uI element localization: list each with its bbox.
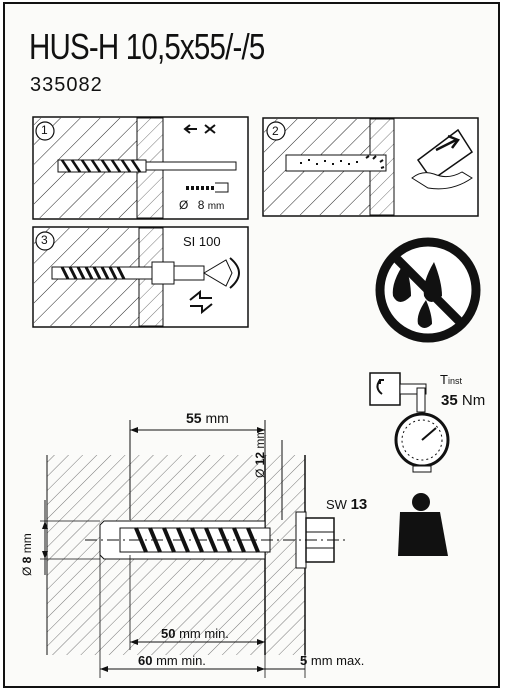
product-title: HUS-H 10,5x55/-/5 [29,26,265,67]
step-2-panel [262,117,479,217]
embed-length-label: 55 mm [186,410,229,426]
torque-wrench-icon [369,372,450,473]
torque-value: 35 [441,392,458,409]
torque-subscript: inst [447,376,462,386]
weight-icon [398,493,448,556]
wrench-size: 13 [350,496,368,513]
embed-length-value: 55 [186,410,202,426]
fixture-thickness-label: 5 mm max. [300,653,364,668]
wrench-size-label: SW 13 [326,496,367,513]
step-3-circle [35,231,55,251]
min-depth-50-value: 50 [161,626,176,641]
hole-diameter-label: Ø 12 mm [253,429,267,478]
bit-diameter-label: Ø 8 mm [20,533,34,576]
bit-diameter-unit: mm [20,533,34,554]
fixture-thickness-value: 5 [300,653,308,668]
torque-symbol: Tinst [440,372,462,387]
setting-tool-label: SI 100 [183,234,221,249]
min-depth-60-label: 60 mm min. [138,653,206,668]
step-1-number: 1 [41,123,48,137]
no-water-icon [375,237,481,343]
article-number: 335082 [30,74,103,96]
min-depth-60-unit: mm min. [156,653,206,668]
screw-setting-icon [51,257,240,315]
anchor-cross-section [40,420,345,678]
drill-diameter-prefix: Ø [179,198,189,212]
torque-value-label: 35 Nm [441,392,485,409]
hole-diameter-unit: mm [253,428,267,449]
hole-diameter-prefix: Ø [253,468,267,478]
min-depth-60-value: 60 [138,653,153,668]
drill-diameter-unit: mm [207,201,225,212]
torque-symbol-letter: T [440,372,448,387]
step-2-circle [266,121,286,141]
min-depth-50-label: 50 mm min. [161,626,229,641]
step-3-number: 3 [41,233,48,247]
step-3-panel [32,226,249,328]
step-1-circle [35,121,55,141]
wrench-prefix: SW [326,497,347,512]
torque-unit: Nm [461,392,486,409]
bit-diameter-value: 8 [20,556,34,564]
drill-diameter-value: 8 [197,198,205,212]
step-1-panel [32,116,249,220]
cleaning-icon [300,128,474,190]
hole-diameter-value: 12 [253,451,267,466]
bit-diameter-prefix: Ø [20,566,34,576]
embed-length-unit: mm [205,410,229,426]
step-2-number: 2 [272,124,279,138]
min-depth-50-unit: mm min. [179,626,229,641]
fixture-thickness-unit: mm max. [310,653,365,668]
drill-diameter-label: Ø 8 mm [179,198,224,212]
drill-icon [57,124,237,193]
